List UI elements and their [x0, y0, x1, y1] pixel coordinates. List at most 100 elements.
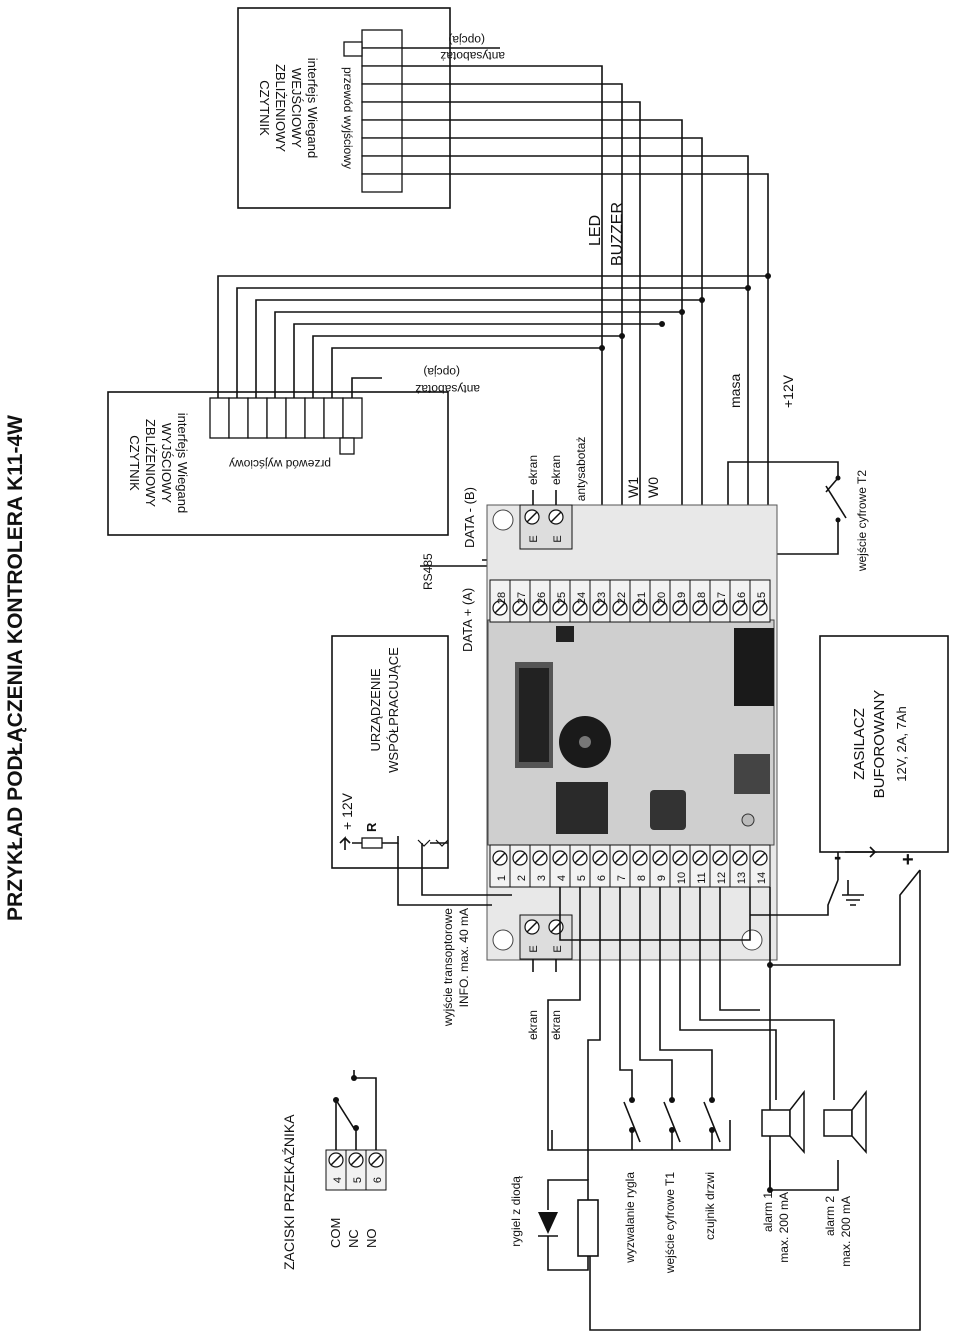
coop-device-line1: URZĄDZENIE — [368, 668, 383, 751]
page-title: PRZYKŁAD PODŁĄCZENIA KONTROLERA K11-4W — [4, 415, 27, 921]
buzzer-label: BUZZER — [609, 202, 626, 266]
alarm1-max-label: max. 200 mA — [777, 1192, 791, 1263]
coop-device-plus12: + 12V — [339, 792, 355, 830]
door-sensor-label: czujnik drzwi — [703, 1172, 717, 1240]
relay-no-label: NO — [364, 1229, 379, 1249]
w1-a-label: W1 — [625, 477, 641, 498]
screen-clamp-e: E — [552, 945, 564, 952]
alarm1-label: alarm 1 — [761, 1192, 775, 1232]
terminal-top-number: 19 — [676, 592, 688, 604]
relay-terminal-number: 6 — [372, 1177, 384, 1183]
terminal-top-number: 17 — [716, 592, 728, 604]
coop-device-r: R — [364, 822, 379, 832]
reader-output-line1: CZYTNIK — [127, 435, 142, 491]
terminal-top-number: 28 — [496, 592, 508, 604]
reader-input-line1: CZYTNIK — [257, 80, 272, 136]
controller-board — [486, 504, 778, 961]
terminal-bottom-number: 12 — [716, 872, 728, 884]
terminal-bottom-number: 7 — [616, 875, 628, 881]
plus12v-label: +12V — [780, 374, 796, 408]
psu-line2: BUFOROWANY — [871, 690, 888, 799]
unlock-label: wyzwalanie rygla — [623, 1172, 637, 1264]
reader-input-option-label: (opcja) — [448, 33, 485, 47]
terminal-bottom-number: 9 — [656, 875, 668, 881]
lock-with-diode — [538, 1179, 599, 1271]
terminal-bottom-number: 8 — [636, 875, 648, 881]
rs485-label: RS485 — [421, 553, 435, 590]
relay-terminal-number: 4 — [332, 1177, 344, 1183]
terminal-top-number: 20 — [656, 592, 668, 604]
transistor-output-label2: INFO. max. 40 mA — [457, 908, 471, 1007]
reader-output-option-label: (opcja) — [423, 365, 460, 379]
data-minus-label: DATA - (B) — [462, 487, 477, 548]
relay-nc-label: NC — [346, 1229, 361, 1248]
terminal-top-number: 26 — [536, 592, 548, 604]
screen-label-bottom1: ekran — [526, 1010, 540, 1040]
reader-output-line2: ZBLIŻENIOWY — [143, 419, 158, 507]
reader-output-line4: interfejs Wiegand — [175, 413, 190, 513]
terminal-bottom-number: 11 — [696, 872, 708, 883]
terminal-bottom-number: 13 — [736, 872, 748, 884]
terminal-bottom-number: 10 — [676, 872, 688, 884]
screen-label-top2: ekran — [549, 455, 563, 485]
reader-input-cable: przewód wyjściowy — [341, 67, 355, 169]
screen-clamp-e: E — [528, 945, 540, 952]
terminal-bottom-number: 3 — [536, 875, 548, 881]
screen-clamp-e: E — [552, 535, 564, 542]
relay-terminals: ZACISKI PRZEKAŹNIKA COM NC NO 4 5 6 — [281, 1070, 387, 1270]
relay-terminal-number: 5 — [352, 1177, 364, 1183]
screen-label-bottom2: ekran — [549, 1010, 563, 1040]
reader-wires — [217, 47, 771, 580]
terminal-bottom-number: 2 — [516, 875, 528, 881]
relay-title: ZACISKI PRZEKAŹNIKA — [281, 1114, 297, 1270]
terminal-bottom-number: 6 — [596, 875, 608, 881]
transistor-output-label1: wyjście transoptorowe — [441, 908, 455, 1027]
reader-output: CZYTNIK ZBLIŻENIOWY WYJŚCIOWY interfejs … — [107, 365, 480, 536]
terminal-top-number: 25 — [556, 592, 568, 604]
terminal-top-number: 24 — [576, 592, 588, 604]
terminal-top-number: 21 — [636, 592, 648, 604]
reader-input-line2: ZBLIŻENIOWY — [273, 64, 288, 152]
power-supply: ZASILACZ BUFOROWANY 12V, 2A, 7Ah - + — [589, 635, 949, 1331]
reader-output-cable: przewód wyjściowy — [229, 457, 331, 471]
reader-input-tamper-label: antysabotaż — [440, 49, 505, 63]
relay-com-label: COM — [328, 1218, 343, 1248]
cooperating-device: URZĄDZENIE WSPÓŁPRACUJĄCE + 12V R — [331, 635, 512, 906]
reader-output-connector — [209, 397, 363, 455]
reader-input-line4: interfejs Wiegand — [305, 58, 320, 158]
input-t2-label: wejście cyfrowe T2 — [855, 470, 869, 572]
coop-device-line2: WSPÓŁPRACUJĄCE — [386, 647, 401, 773]
psu-line3: 12V, 2A, 7Ah — [894, 706, 909, 781]
data-plus-label: DATA + (A) — [460, 588, 475, 652]
reader-input-connector — [343, 29, 403, 193]
reader-output-tamper-label: antysabotaż — [415, 382, 480, 396]
terminal-bottom-number: 14 — [756, 872, 768, 884]
input-t1-label: wejście cyfrowe T1 — [663, 1172, 677, 1274]
terminal-top-number: 22 — [616, 592, 628, 604]
reader-output-line3: WYJŚCIOWY — [159, 423, 174, 503]
reader-input-line3: WEJŚCIOWY — [289, 68, 304, 148]
w0-a-label: W0 — [645, 477, 661, 498]
bottom-wires — [547, 887, 839, 1193]
terminal-bottom-number: 4 — [556, 875, 568, 881]
bottom-switches — [623, 1090, 721, 1143]
alarm2-max-label: max. 200 mA — [839, 1196, 853, 1267]
led-label: LED — [587, 215, 604, 246]
alarm-sirens — [761, 1089, 867, 1154]
screen-clamp-e: E — [528, 535, 540, 542]
reader-input: CZYTNIK ZBLIŻENIOWY WEJŚCIOWY interfejs … — [237, 7, 505, 209]
psu-line1: ZASILACZ — [851, 708, 868, 780]
terminal-top-number: 15 — [756, 592, 768, 604]
terminal-bottom-number: 1 — [496, 875, 508, 881]
terminal-top-number: 23 — [596, 592, 608, 604]
terminal-top-number: 16 — [736, 592, 748, 604]
lock-label: rygiel z diodą — [509, 1176, 523, 1247]
terminal-bottom-number: 5 — [576, 875, 588, 881]
screen-label-top1: ekran — [526, 455, 540, 485]
psu-plus: + — [902, 849, 914, 871]
